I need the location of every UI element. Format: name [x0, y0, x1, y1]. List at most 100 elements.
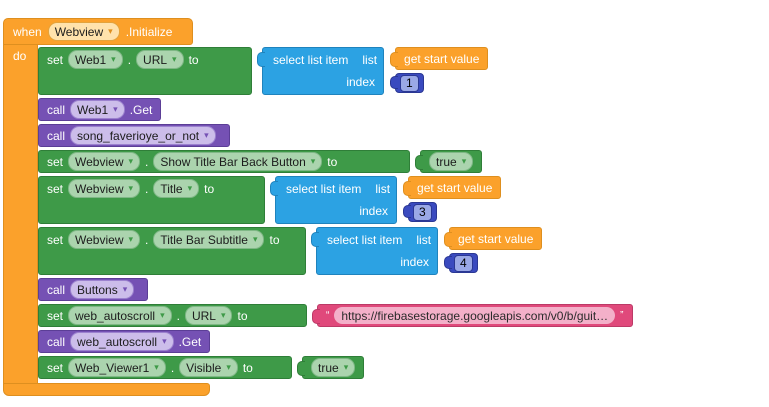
component-dropdown[interactable]: web_autoscroll ▾ [70, 332, 174, 351]
set-keyword: set [47, 181, 64, 196]
do-label: do [13, 49, 27, 63]
text-string-block[interactable]: “ https://firebasestorage.googleapis.com… [312, 304, 633, 327]
event-block-body: do set Web1 ▾ . URL [3, 45, 633, 383]
set-keyword: set [47, 154, 64, 169]
property-name: URL [191, 308, 216, 323]
component-dropdown[interactable]: Webview ▾ [68, 152, 141, 171]
call-keyword: call [47, 282, 66, 297]
call-buttons-block[interactable]: call Buttons ▾ [38, 278, 149, 301]
component-name: Web1 [77, 102, 109, 117]
dropdown-arrow-icon: ▾ [226, 362, 231, 372]
logic-true-block[interactable]: true ▾ [296, 356, 365, 379]
property-name: Title Bar Subtitle [160, 232, 248, 247]
component-dropdown[interactable]: web_autoscroll ▾ [68, 306, 172, 325]
statement-row: set Webview ▾ . Title ▾ to [38, 176, 633, 224]
select-list-item-block[interactable]: select list item list index get start va… [265, 176, 502, 224]
property-name: URL [143, 52, 168, 67]
statement-row: set Webview ▾ . Title Bar Subtitle ▾ to [38, 227, 633, 275]
number-value[interactable]: 1 [400, 74, 419, 92]
event-component-dropdown[interactable]: Webview ▾ [47, 22, 120, 41]
property-dropdown[interactable]: URL ▾ [184, 306, 233, 325]
dropdown-arrow-icon: ▾ [343, 362, 349, 372]
property-name: Visible [186, 360, 222, 375]
select-list-item-block[interactable]: select list item list index get start va… [252, 47, 489, 95]
set-show-title-bar-back-button-block[interactable]: set Webview ▾ . Show Title Bar Back Butt… [38, 150, 410, 173]
dropdown-arrow-icon: ▾ [122, 284, 128, 294]
select-list-item-body[interactable]: select list item list index [310, 227, 439, 275]
procedure-name: Buttons [77, 282, 118, 297]
set-title-bar-subtitle-block[interactable]: set Webview ▾ . Title Bar Subtitle ▾ to [38, 227, 306, 275]
dropdown-arrow-icon: ▾ [111, 54, 116, 64]
to-keyword: to [237, 308, 248, 323]
dropdown-arrow-icon: ▾ [154, 362, 159, 372]
dropdown-arrow-icon: ▾ [108, 26, 113, 36]
number-value[interactable]: 4 [454, 254, 473, 272]
component-name: Web_Viewer1 [75, 360, 150, 375]
component-dropdown[interactable]: Web1 ▾ [70, 100, 125, 119]
get-start-value-block[interactable]: get start value [444, 227, 543, 250]
method-name: .Get [178, 334, 202, 349]
procedure-dropdown[interactable]: Buttons ▾ [70, 280, 135, 299]
set-web-viewer1-visible-block[interactable]: set Web_Viewer1 ▾ . Visible ▾ to [38, 356, 292, 379]
call-keyword: call [47, 128, 66, 143]
call-web-autoscroll-get-block[interactable]: call web_autoscroll ▾ .Get [38, 330, 211, 353]
dropdown-arrow-icon: ▾ [113, 104, 118, 114]
select-list-item-label: select list item [286, 182, 362, 196]
method-name: .Get [129, 102, 153, 117]
number-block[interactable]: 3 [403, 202, 437, 222]
component-name: Web1 [75, 52, 107, 67]
logic-value-dropdown[interactable]: true ▾ [311, 358, 356, 377]
when-webview-initialize-block[interactable]: when Webview ▾ .Initialize do set W [3, 18, 633, 396]
to-keyword: to [242, 360, 253, 375]
event-component-name: Webview [54, 24, 104, 39]
select-list-item-body[interactable]: select list item list index [269, 176, 398, 224]
number-block[interactable]: 4 [444, 253, 478, 273]
do-section: do [3, 45, 38, 383]
component-dropdown[interactable]: Webview ▾ [68, 230, 141, 249]
set-title-block[interactable]: set Webview ▾ . Title ▾ to [38, 176, 265, 224]
select-list-item-block[interactable]: select list item list index get start va… [306, 227, 543, 275]
procedure-dropdown[interactable]: song_faverioye_or_not ▾ [70, 126, 216, 145]
number-value[interactable]: 3 [413, 203, 432, 221]
property-dropdown[interactable]: Visible ▾ [179, 358, 238, 377]
logic-value-dropdown[interactable]: true ▾ [429, 152, 474, 171]
call-web1-get-block[interactable]: call Web1 ▾ .Get [38, 98, 162, 121]
number-block[interactable]: 1 [390, 73, 424, 93]
select-list-item-body[interactable]: select list item list index [256, 47, 385, 95]
set-web1-url-block[interactable]: set Web1 ▾ . URL ▾ to [38, 47, 252, 95]
list-socket-label: list [375, 182, 391, 196]
call-keyword: call [47, 334, 66, 349]
to-keyword: to [269, 232, 280, 247]
component-name: Webview [75, 232, 124, 247]
dropdown-arrow-icon: ▾ [204, 130, 209, 140]
dot-separator: . [145, 232, 149, 247]
set-keyword: set [47, 308, 64, 323]
event-block-header[interactable]: when Webview ▾ .Initialize [3, 18, 193, 45]
event-name: .Initialize [125, 24, 173, 39]
statement-row: call Web1 ▾ .Get [38, 98, 633, 121]
dropdown-arrow-icon: ▾ [128, 234, 134, 244]
dropdown-arrow-icon: ▾ [220, 310, 226, 320]
component-dropdown[interactable]: Web_Viewer1 ▾ [68, 358, 166, 377]
property-dropdown[interactable]: Title Bar Subtitle ▾ [153, 230, 265, 249]
dropdown-arrow-icon: ▾ [187, 183, 193, 193]
logic-true-block[interactable]: true ▾ [414, 150, 483, 173]
get-start-value-block[interactable]: get start value [403, 176, 502, 199]
set-web-autoscroll-url-block[interactable]: set web_autoscroll ▾ . URL ▾ to [38, 304, 307, 327]
statement-row: call web_autoscroll ▾ .Get [38, 330, 633, 353]
component-dropdown[interactable]: Webview ▾ [68, 179, 141, 198]
get-start-value-block[interactable]: get start value [390, 47, 489, 70]
component-dropdown[interactable]: Web1 ▾ [68, 50, 123, 69]
property-dropdown[interactable]: Title ▾ [153, 179, 200, 198]
property-dropdown[interactable]: Show Title Bar Back Button ▾ [153, 152, 323, 171]
index-socket-label: index [346, 75, 376, 89]
dropdown-arrow-icon: ▾ [461, 156, 467, 166]
property-dropdown[interactable]: URL ▾ [136, 50, 184, 69]
set-keyword: set [47, 52, 64, 67]
call-procedure-block[interactable]: call song_faverioye_or_not ▾ [38, 124, 230, 147]
dropdown-arrow-icon: ▾ [162, 336, 167, 346]
url-text-value[interactable]: https://firebasestorage.googleapis.com/v… [334, 307, 616, 324]
close-quote: ” [620, 310, 624, 321]
procedure-name: song_faverioye_or_not [77, 128, 200, 143]
